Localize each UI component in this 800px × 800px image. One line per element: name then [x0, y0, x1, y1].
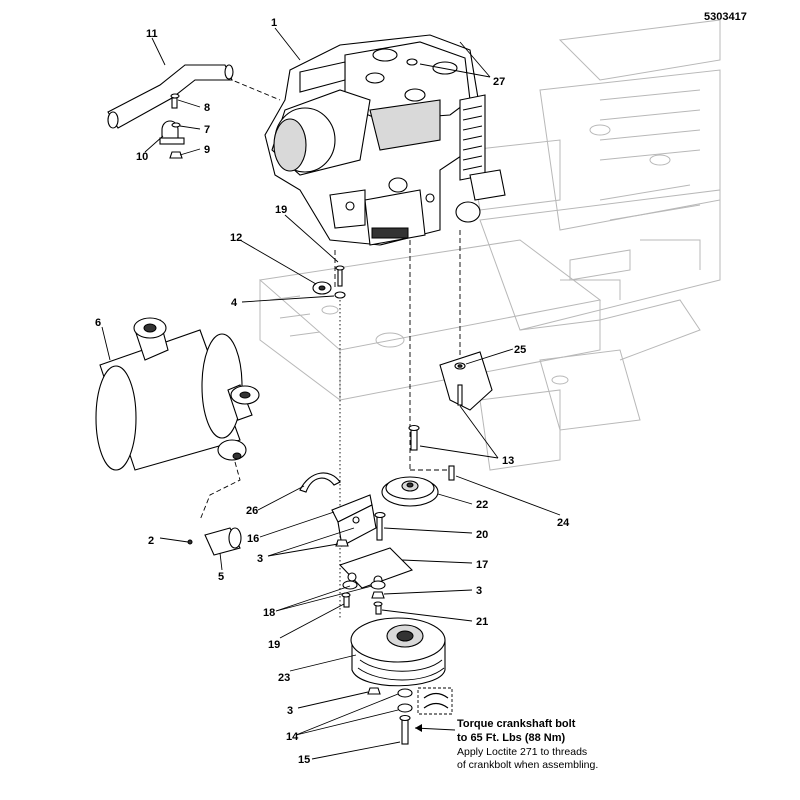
torque-note: Torque crankshaft bolt to 65 Ft. Lbs (88…	[457, 718, 598, 771]
callout-9: 9	[204, 144, 210, 156]
diagram-part-number: 5303417	[704, 11, 747, 23]
clamp-parts	[159, 93, 185, 159]
tube-part-11	[107, 64, 234, 129]
callout-25: 25	[514, 344, 526, 356]
mower-frame	[258, 19, 721, 471]
bolt-part-20	[374, 511, 386, 541]
callout-7: 7	[204, 124, 210, 136]
bracket-part-25	[439, 351, 493, 411]
note-line-3: Apply Loctite 271 to threads	[457, 746, 587, 758]
note-line-2: to 65 Ft. Lbs (88 Nm)	[457, 732, 566, 744]
pulley-part-22	[381, 476, 439, 507]
callout-11: 11	[146, 28, 158, 40]
callout-15: 15	[298, 754, 310, 766]
callout-12: 12	[230, 232, 242, 244]
note-line-1: Torque crankshaft bolt	[457, 718, 576, 730]
callout-3c: 3	[287, 705, 293, 717]
callout-17: 17	[476, 559, 488, 571]
callout-4: 4	[231, 297, 238, 309]
pin-part-24	[448, 465, 455, 481]
clip-part-26	[299, 472, 341, 493]
leader-lines	[101, 27, 561, 760]
callout-23: 23	[278, 672, 290, 684]
plate-part-17	[339, 547, 414, 589]
callout-21: 21	[476, 616, 488, 628]
callout-19a: 19	[275, 204, 287, 216]
callout-labels: 1 2 3 3 3 4 5 6 7 8 9 10 11 12 13 14 15 …	[95, 17, 570, 766]
callout-26: 26	[246, 505, 258, 517]
nut-parts-3	[335, 539, 385, 695]
callout-14: 14	[286, 731, 299, 743]
callout-2: 2	[148, 535, 154, 547]
callout-8: 8	[204, 102, 210, 114]
callout-3a: 3	[257, 553, 263, 565]
washer-parts-14	[397, 688, 413, 745]
fitting-part-5	[187, 527, 242, 556]
note-line-4: of crankbolt when assembling.	[457, 759, 598, 771]
clutch-part-23	[350, 617, 446, 687]
callout-6: 6	[95, 317, 101, 329]
callout-1: 1	[271, 17, 277, 29]
callout-16: 16	[247, 533, 259, 545]
spring-washer-detail	[417, 687, 453, 715]
callout-27: 27	[493, 76, 505, 88]
callout-13: 13	[502, 455, 514, 467]
callout-5: 5	[218, 571, 224, 583]
engine	[264, 34, 506, 246]
callout-24: 24	[557, 517, 570, 529]
bolt-part-13	[408, 424, 420, 451]
callout-22: 22	[476, 499, 488, 511]
callout-10: 10	[136, 151, 148, 163]
callout-18: 18	[263, 607, 275, 619]
muffler	[95, 317, 260, 471]
bracket-part-16	[331, 494, 377, 547]
callout-19b: 19	[268, 639, 280, 651]
grommet-parts	[312, 265, 346, 299]
washer-parts-18	[341, 580, 386, 615]
callout-3b: 3	[476, 585, 482, 597]
callout-20: 20	[476, 529, 488, 541]
